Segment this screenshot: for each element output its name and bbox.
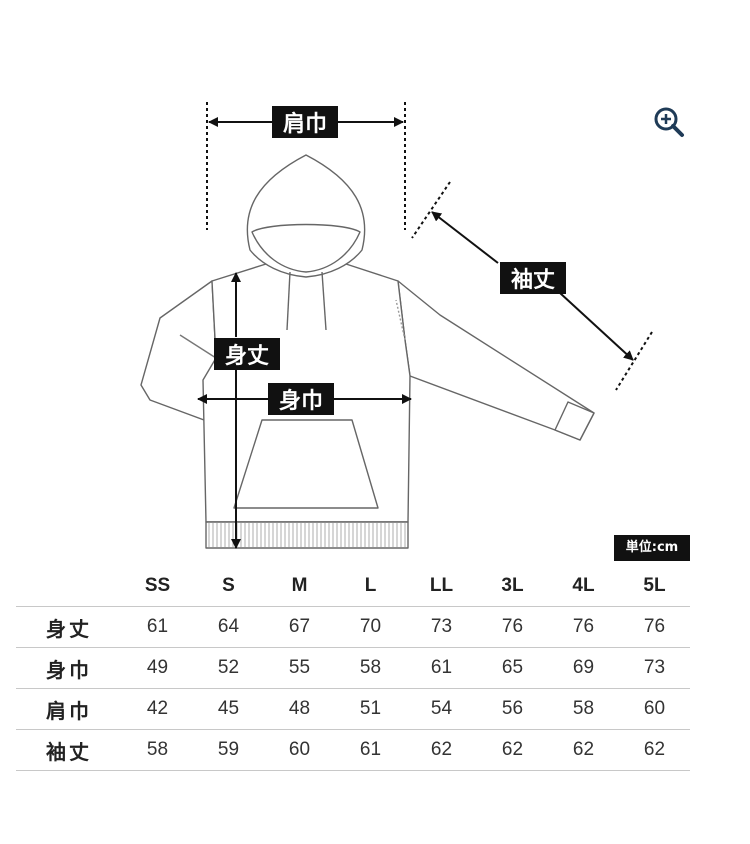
table-cell: 62 bbox=[406, 729, 477, 771]
table-cell: 73 bbox=[619, 647, 690, 689]
table-cell: 70 bbox=[335, 606, 406, 648]
size-column-header: LL bbox=[406, 566, 477, 607]
row-label: 身巾 bbox=[16, 647, 122, 689]
size-column-header: 5L bbox=[619, 566, 690, 607]
table-cell: 76 bbox=[548, 606, 619, 648]
table-row: 肩巾 42 45 48 51 54 56 58 60 bbox=[16, 688, 690, 730]
row-label: 身丈 bbox=[16, 606, 122, 648]
shoulder-label-box bbox=[272, 106, 338, 138]
table-cell: 58 bbox=[335, 647, 406, 689]
table-row: 身巾 49 52 55 58 61 65 69 73 bbox=[16, 647, 690, 689]
table-cell: 56 bbox=[477, 688, 548, 730]
chest-label: 身巾 bbox=[279, 388, 323, 414]
table-cell: 52 bbox=[193, 647, 264, 689]
table-cell: 42 bbox=[122, 688, 193, 730]
unit-badge: 単位:cm bbox=[614, 535, 690, 561]
sleeve-length-indicator bbox=[411, 181, 653, 391]
table-cell: 49 bbox=[122, 647, 193, 689]
table-cell: 65 bbox=[477, 647, 548, 689]
corner-cell bbox=[16, 566, 122, 607]
table-cell: 61 bbox=[406, 647, 477, 689]
size-table: SS S M L LL 3L 4L 5L 身丈 61 64 67 70 73 7… bbox=[16, 566, 690, 771]
table-row: 身丈 61 64 67 70 73 76 76 76 bbox=[16, 606, 690, 648]
table-cell: 61 bbox=[335, 729, 406, 771]
table-cell: 64 bbox=[193, 606, 264, 648]
table-cell: 60 bbox=[619, 688, 690, 730]
table-cell: 45 bbox=[193, 688, 264, 730]
table-cell: 60 bbox=[264, 729, 335, 771]
table-cell: 54 bbox=[406, 688, 477, 730]
table-cell: 58 bbox=[548, 688, 619, 730]
table-cell: 62 bbox=[619, 729, 690, 771]
table-cell: 69 bbox=[548, 647, 619, 689]
table-cell: 62 bbox=[548, 729, 619, 771]
table-cell: 76 bbox=[619, 606, 690, 648]
chest-label-box bbox=[268, 383, 334, 415]
shoulder-width-indicator bbox=[206, 102, 406, 230]
table-cell: 73 bbox=[406, 606, 477, 648]
table-cell: 48 bbox=[264, 688, 335, 730]
table-cell: 58 bbox=[122, 729, 193, 771]
size-column-header: M bbox=[264, 566, 335, 607]
size-column-header: L bbox=[335, 566, 406, 607]
table-cell: 51 bbox=[335, 688, 406, 730]
table-cell: 61 bbox=[122, 606, 193, 648]
sleeve-label: 袖丈 bbox=[511, 267, 555, 293]
length-label: 身丈 bbox=[225, 343, 269, 369]
shoulder-label: 肩巾 bbox=[283, 111, 327, 137]
sleeve-label-box bbox=[500, 262, 566, 294]
table-cell: 76 bbox=[477, 606, 548, 648]
size-column-header: 3L bbox=[477, 566, 548, 607]
size-column-header: S bbox=[193, 566, 264, 607]
size-header-row: SS S M L LL 3L 4L 5L bbox=[16, 566, 690, 607]
ribbing-texture bbox=[208, 523, 406, 547]
table-cell: 62 bbox=[477, 729, 548, 771]
row-label: 袖丈 bbox=[16, 729, 122, 771]
table-row: 袖丈 58 59 60 61 62 62 62 62 bbox=[16, 729, 690, 771]
hoodie-illustration bbox=[140, 154, 595, 549]
row-label: 肩巾 bbox=[16, 688, 122, 730]
table-cell: 59 bbox=[193, 729, 264, 771]
zoom-in-icon[interactable] bbox=[651, 104, 687, 140]
length-label-box bbox=[214, 338, 280, 370]
size-column-header: 4L bbox=[548, 566, 619, 607]
table-cell: 55 bbox=[264, 647, 335, 689]
size-column-header: SS bbox=[122, 566, 193, 607]
table-cell: 67 bbox=[264, 606, 335, 648]
